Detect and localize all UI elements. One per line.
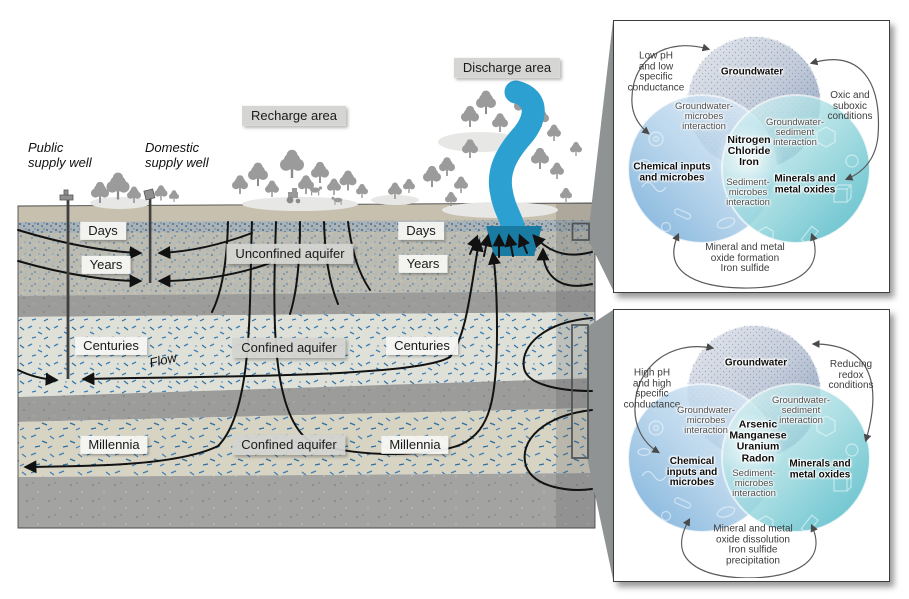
venn-bottom-minerals-label: Minerals and metal oxides bbox=[789, 458, 851, 480]
annotation-arrows bbox=[634, 340, 874, 578]
public-well-icon bbox=[59, 189, 74, 379]
recharge-area-label: Recharge area bbox=[242, 105, 346, 127]
venn-bottom-gw-sediment-label: Groundwater- sediment interaction bbox=[771, 394, 831, 427]
venn-top-gw-sediment-label: Groundwater- sediment interaction bbox=[765, 116, 825, 149]
venn-top-center-label: Nitrogen Chloride Iron bbox=[727, 134, 771, 169]
venn-top-left-annotation: Low pH and low specific conductance bbox=[627, 50, 685, 94]
venn-top-graphic bbox=[627, 35, 880, 289]
microbe-doodle-icon bbox=[637, 131, 736, 233]
annotation-arrows bbox=[631, 43, 880, 289]
venn-bottom-bottom-annotation: Mineral and metal oxide dissolution Iron… bbox=[713, 523, 793, 567]
cow-icon bbox=[310, 186, 343, 205]
venn-top-bottom-annotation: Mineral and metal oxide formation Iron s… bbox=[705, 241, 785, 275]
time-label-millennia-left: Millennia bbox=[80, 435, 148, 455]
center-glow bbox=[718, 412, 786, 480]
time-label-years-left: Years bbox=[81, 255, 131, 275]
venn-bottom-sed-microbes-label: Sediment- microbes interaction bbox=[732, 467, 776, 500]
venn-top-minerals-label: Minerals and metal oxides bbox=[774, 173, 836, 195]
venn-top-right-annotation: Oxic and suboxic conditions bbox=[827, 89, 873, 123]
venn-bottom-gw-microbes-label: Groundwater- microbes interaction bbox=[676, 404, 736, 437]
domestic-well-icon bbox=[143, 188, 156, 283]
time-label-years-right: Years bbox=[398, 254, 448, 274]
time-label-centuries-right: Centuries bbox=[386, 336, 458, 356]
center-glow bbox=[715, 125, 783, 193]
venn-top-chemical-label: Chemical inputs and microbes bbox=[633, 161, 711, 183]
venn-bottom-chemical-label: Chemical inputs and microbes bbox=[666, 455, 718, 489]
venn-bottom-center-label: Arsenic Manganese Uranium Radon bbox=[729, 418, 787, 465]
time-label-millennia-right: Millennia bbox=[381, 435, 449, 455]
time-label-days-left: Days bbox=[80, 221, 126, 241]
venn-bottom-left-annotation: High pH and high specific conductance bbox=[623, 367, 681, 411]
river-icon bbox=[486, 80, 545, 256]
venn-top-groundwater-label: Groundwater bbox=[720, 66, 784, 78]
time-label-centuries-left: Centuries bbox=[75, 336, 147, 356]
unconfined-aquifer-label: Unconfined aquifer bbox=[226, 243, 354, 265]
time-label-days-right: Days bbox=[398, 221, 444, 241]
venn-top-box: Groundwater Low pH and low specific cond… bbox=[613, 20, 890, 293]
callout-rect-bottom bbox=[571, 324, 589, 459]
venn-top-sed-microbes-label: Sediment- microbes interaction bbox=[726, 176, 770, 209]
public-supply-well-label: Public supply well bbox=[28, 140, 92, 171]
wedge-connector-bottom bbox=[587, 310, 613, 579]
wedge-connector-top bbox=[589, 21, 613, 290]
venn-top-gw-microbes-label: Groundwater- microbes interaction bbox=[674, 100, 734, 133]
tractor-icon bbox=[286, 188, 301, 204]
venn-bottom-right-annotation: Reducing redox conditions bbox=[828, 358, 874, 392]
confined-aquifer-upper-label: Confined aquifer bbox=[232, 337, 346, 359]
venn-bottom-graphic bbox=[627, 324, 874, 578]
domestic-supply-well-label: Domestic supply well bbox=[145, 140, 209, 171]
venn-bottom-box: Groundwater High pH and high specific co… bbox=[613, 309, 890, 582]
flow-arrows bbox=[17, 221, 593, 491]
venn-bottom-groundwater-label: Groundwater bbox=[724, 357, 788, 369]
callout-square-top bbox=[571, 222, 590, 241]
discharge-area-label: Discharge area bbox=[453, 57, 561, 79]
confined-aquifer-lower-label: Confined aquifer bbox=[232, 434, 346, 456]
